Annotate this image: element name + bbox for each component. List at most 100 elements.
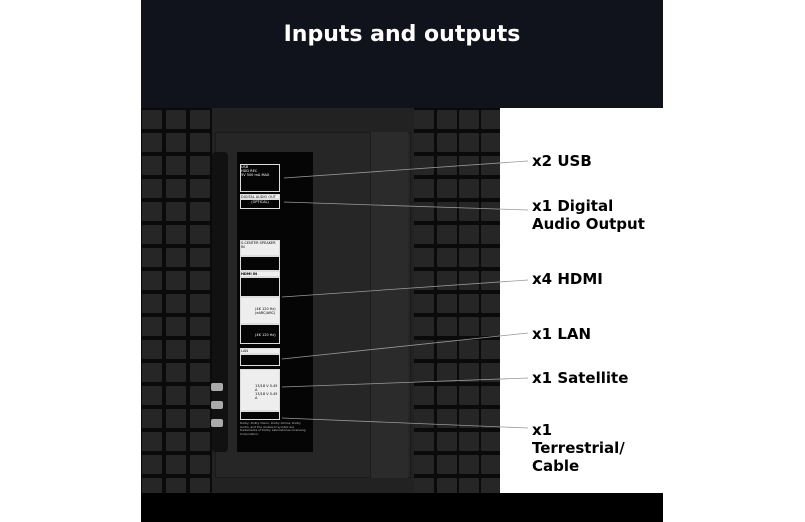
grille-square xyxy=(190,478,210,493)
grille-square xyxy=(459,271,479,290)
grille-square xyxy=(166,455,186,474)
grille-square xyxy=(437,248,457,267)
grille-square xyxy=(437,133,457,152)
grille-square xyxy=(190,248,210,267)
grille-square xyxy=(166,478,186,493)
grille-square xyxy=(459,110,479,129)
grille-square xyxy=(481,363,500,382)
grille-square xyxy=(142,386,162,405)
callout-line-hdmi xyxy=(281,279,529,298)
grille-square xyxy=(142,225,162,244)
grille-square xyxy=(437,478,457,493)
grille-square xyxy=(190,455,210,474)
grille-square xyxy=(142,409,162,428)
grille-square xyxy=(166,202,186,221)
callout-line-usb xyxy=(283,160,529,179)
grille-square xyxy=(481,340,500,359)
grille-square xyxy=(190,271,210,290)
grille-square xyxy=(190,340,210,359)
grille-square xyxy=(459,478,479,493)
grille-square xyxy=(459,133,479,152)
grille-square xyxy=(437,455,457,474)
grille-square xyxy=(414,363,434,382)
hdmi-in-label: HDMI IN xyxy=(240,271,280,277)
grille-square xyxy=(166,156,186,175)
legal-text: Dolby, Dolby Vision, Dolby Atmos, Dolby … xyxy=(240,421,306,436)
callout-hdmi: x4 HDMI xyxy=(532,270,603,288)
callout-digital-audio: x1 Digital Audio Output xyxy=(532,197,645,233)
grille-square xyxy=(166,317,186,336)
page-title: Inputs and outputs xyxy=(283,22,521,47)
grille-square xyxy=(190,110,210,129)
grille-square xyxy=(166,363,186,382)
grille-square xyxy=(459,225,479,244)
hdmi-port-3: (4K 120 Hz) (eARC/ARC) xyxy=(240,297,280,324)
hdd-rec-text: HDD REC xyxy=(241,169,258,173)
grille-square xyxy=(459,386,479,405)
grille-square xyxy=(459,409,479,428)
digital-audio-label: DIGITAL AUDIO OUT xyxy=(240,194,280,199)
grille-square xyxy=(414,156,434,175)
grille-square xyxy=(190,225,210,244)
grille-square xyxy=(459,432,479,451)
grille-square xyxy=(142,271,162,290)
grille-square xyxy=(481,156,500,175)
grille-square xyxy=(459,179,479,198)
grille-square xyxy=(414,248,434,267)
grille-square xyxy=(166,294,186,313)
grille-square xyxy=(142,179,162,198)
grille-square xyxy=(414,294,434,313)
grille-square xyxy=(414,133,434,152)
grille-square xyxy=(414,317,434,336)
callout-line-audio xyxy=(283,201,529,211)
grille-square xyxy=(437,202,457,221)
sat-main-text: 13/18 V 0.45 A xyxy=(255,384,278,392)
terrestrial-port xyxy=(240,411,280,420)
callout-usb: x2 USB xyxy=(532,152,592,170)
callout-terrestrial: x1 Terrestrial/ Cable xyxy=(532,421,625,475)
plug xyxy=(211,419,223,427)
grille-square xyxy=(414,225,434,244)
grille-square xyxy=(190,363,210,382)
grille-square xyxy=(166,340,186,359)
grille-square xyxy=(190,156,210,175)
grille-square xyxy=(142,340,162,359)
grille-square xyxy=(166,386,186,405)
grille-square xyxy=(190,317,210,336)
grille-square xyxy=(459,248,479,267)
grille-square xyxy=(437,432,457,451)
grille-square xyxy=(481,317,500,336)
grille-square xyxy=(437,409,457,428)
plug xyxy=(211,401,223,409)
grille-square xyxy=(414,432,434,451)
grille-square xyxy=(166,271,186,290)
grille-square xyxy=(142,363,162,382)
grille-square xyxy=(142,110,162,129)
grille-square xyxy=(190,409,210,428)
grille-square xyxy=(459,363,479,382)
grille-square xyxy=(437,179,457,198)
grille-square xyxy=(142,248,162,267)
grille-square xyxy=(481,455,500,474)
title-band xyxy=(141,0,663,108)
grille-square xyxy=(190,294,210,313)
grille-square xyxy=(481,225,500,244)
grille-square xyxy=(166,409,186,428)
grille-square xyxy=(459,455,479,474)
grille-square xyxy=(459,340,479,359)
grille-square xyxy=(142,202,162,221)
hdmi-port-2 xyxy=(240,277,280,297)
grille-square xyxy=(414,110,434,129)
grille-square xyxy=(481,432,500,451)
grille-square xyxy=(481,133,500,152)
callout-lan: x1 LAN xyxy=(532,325,592,343)
grille-square xyxy=(190,386,210,405)
grille-square xyxy=(481,202,500,221)
callout-area xyxy=(500,108,663,493)
side-cable-slot xyxy=(212,152,228,452)
grille-square xyxy=(481,248,500,267)
grille-square xyxy=(481,179,500,198)
